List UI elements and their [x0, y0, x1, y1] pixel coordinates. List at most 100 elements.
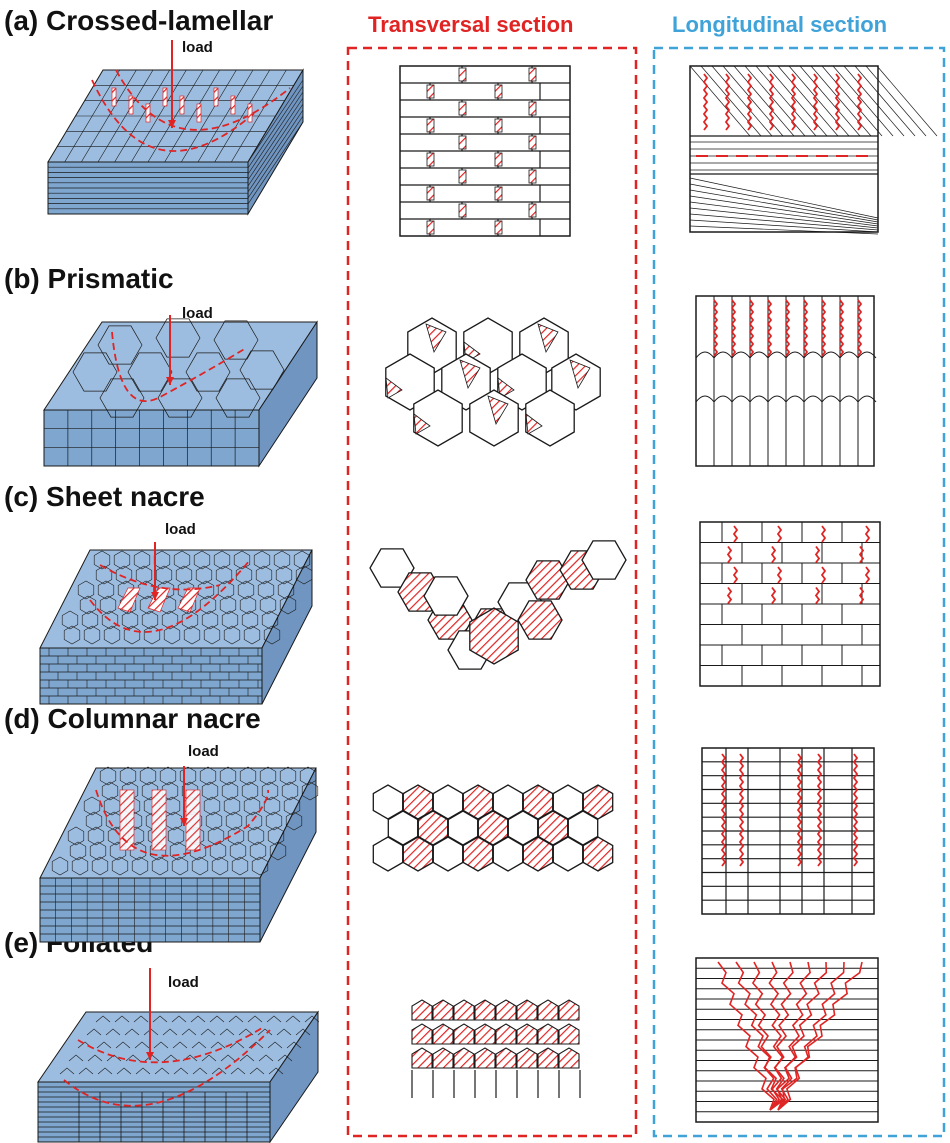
- nacre-top-cell: [131, 856, 149, 876]
- nacre-top-cell: [101, 610, 119, 630]
- folia-top-chevron: [95, 1015, 111, 1023]
- crack-path: [864, 566, 871, 584]
- lamella-line: [689, 201, 879, 227]
- nacre-top-cell: [283, 796, 301, 816]
- growth-arc: [857, 351, 877, 359]
- folia-top-chevron: [97, 1067, 113, 1075]
- folia-top-chevron: [115, 1041, 131, 1049]
- crack-path: [746, 73, 753, 131]
- folia-top-chevron: [219, 1028, 235, 1036]
- prism-cell: [525, 389, 575, 447]
- crack-hatch: [230, 95, 236, 115]
- crack-path: [838, 299, 845, 357]
- crack-hatch: [196, 103, 202, 123]
- crack-hatch: [569, 359, 591, 389]
- prism-top-cell: [157, 378, 203, 418]
- nacre-top-cell: [183, 625, 201, 645]
- nacre-top-cell: [197, 580, 215, 600]
- nacre-top-cell: [99, 595, 117, 615]
- prism-top-cell: [215, 378, 261, 418]
- nacre-top-cell: [133, 550, 151, 570]
- crack-hatch: [528, 67, 537, 82]
- crack-hatch: [179, 95, 185, 115]
- nacre-tablet: [423, 576, 469, 616]
- folia-top-chevron: [266, 1015, 282, 1023]
- folia-chevron: [516, 1023, 538, 1045]
- folia-top-chevron: [192, 1067, 208, 1075]
- growth-arc: [731, 351, 751, 359]
- folia-top-chevron: [105, 1028, 121, 1036]
- folia-top-chevron: [173, 1067, 189, 1075]
- nacre-top-cell: [141, 610, 159, 630]
- growth-arc: [767, 351, 787, 359]
- nacre-top-cell: [279, 595, 297, 615]
- folia-top-chevron: [295, 1028, 311, 1036]
- prism-top-cell: [97, 325, 143, 365]
- nacre-top-cell: [201, 781, 219, 801]
- nacre-top-cell: [161, 781, 179, 801]
- lamella-side-line: [247, 91, 304, 175]
- crack-hatch: [426, 220, 435, 235]
- crack-path: [820, 525, 827, 543]
- nacre-top-cell: [67, 826, 85, 846]
- transversal-column: Transversal section: [346, 12, 638, 1138]
- label-sheet-nacre: (c) Sheet nacre: [4, 481, 205, 512]
- crack-path: [777, 961, 845, 1111]
- crack-path: [702, 73, 709, 131]
- nacre-top-cell: [89, 841, 107, 861]
- crack-path: [820, 299, 827, 357]
- folia-chevron: [495, 1047, 517, 1069]
- crack-path: [776, 525, 783, 543]
- 3d-blocks: [37, 40, 320, 1143]
- nacre-top-cell: [251, 856, 269, 876]
- folia-top-chevron: [114, 1015, 130, 1023]
- nacre-top-cell: [119, 595, 137, 615]
- lamella-line: [854, 65, 916, 137]
- trans-columnar-nacre: [372, 784, 614, 872]
- nacre-top-cell: [201, 610, 219, 630]
- crack-path: [852, 753, 859, 867]
- folia-chevron: [432, 1023, 454, 1045]
- nacre-top-cell: [229, 841, 247, 861]
- nacre-top-cell: [221, 610, 239, 630]
- section-frame: [695, 295, 875, 467]
- nacre-top-cell: [161, 610, 179, 630]
- crack-path: [834, 73, 841, 131]
- nacre-top-cell: [239, 766, 257, 786]
- load-arrow-b: [166, 315, 174, 385]
- crack-zone-outline: [95, 789, 270, 857]
- prism-top-cell: [72, 352, 118, 392]
- nacre-top-cell: [115, 565, 133, 585]
- folia-top-chevron: [59, 1067, 75, 1075]
- folia-chevron: [411, 999, 433, 1021]
- folia-top-chevron: [230, 1067, 246, 1075]
- lamella-side-line: [247, 121, 304, 205]
- crack-hatch: [458, 135, 467, 150]
- folia-top-chevron: [277, 1054, 293, 1062]
- growth-arc: [767, 395, 787, 403]
- lamella-line: [722, 65, 784, 137]
- crack-hatch: [494, 118, 503, 133]
- trans-prismatic: [385, 317, 601, 447]
- trans-sheet-nacre: [369, 540, 627, 670]
- nacre-top-cell: [267, 826, 285, 846]
- crack-path: [856, 73, 863, 131]
- nacre-top-cell: [119, 766, 137, 786]
- folia-chevron: [432, 1047, 454, 1069]
- crack-path: [751, 961, 778, 1111]
- lamella-line: [689, 189, 879, 223]
- nacre-top-cell: [243, 796, 261, 816]
- folia-chevron: [537, 1047, 559, 1069]
- prism-cell: [385, 353, 435, 411]
- folia-top-chevron: [304, 1015, 320, 1023]
- lamella-line: [755, 65, 817, 137]
- crack-hatch: [413, 413, 431, 435]
- crack-path: [820, 566, 827, 584]
- nacre-tablet: [581, 540, 627, 580]
- block-side-face: [259, 767, 317, 943]
- crack-path: [790, 73, 797, 131]
- nacre-top-cell: [213, 550, 231, 570]
- nacre-top-cell: [259, 766, 277, 786]
- nacre-top-cell: [139, 766, 157, 786]
- nacre-top-cell: [141, 781, 159, 801]
